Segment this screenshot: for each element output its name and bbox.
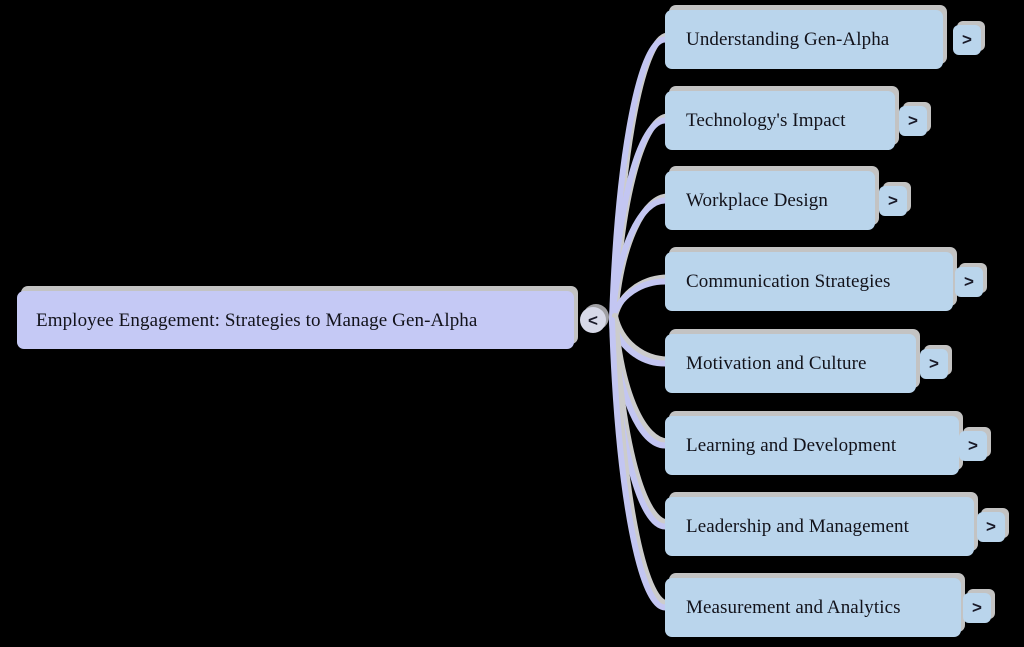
branch-node-label: Workplace Design [686,190,828,211]
branch-expand-toggle[interactable]: > [953,24,981,55]
branch-node[interactable]: Workplace Design [665,171,875,230]
branch-node-label: Motivation and Culture [686,353,867,374]
branch-node[interactable]: Measurement and Analytics [665,578,961,637]
connector-edge [609,317,668,367]
branch-expand-toggle[interactable]: > [879,185,907,216]
branch-node-label: Understanding Gen-Alpha [686,29,890,50]
connector-shadow [612,32,671,319]
connector-edge [609,317,668,449]
branch-node[interactable]: Learning and Development [665,416,959,475]
connector-shadow [612,313,671,445]
connector-shadow [612,313,671,607]
connector-shadow [612,274,671,319]
chevron-right-icon: > [908,111,918,130]
chevron-right-icon: > [986,517,996,536]
branch-expand-toggle[interactable]: > [959,430,987,461]
branch-expand-toggle[interactable]: > [977,511,1005,542]
root-node-label: Employee Engagement: Strategies to Manag… [36,309,478,331]
chevron-left-icon: < [588,310,598,330]
chevron-right-icon: > [964,272,974,291]
connector-edge [609,278,668,323]
branch-node[interactable]: Understanding Gen-Alpha [665,10,943,69]
connector-edge [609,317,668,530]
branch-expand-toggle[interactable]: > [963,592,991,623]
branch-node-label: Communication Strategies [686,271,891,292]
branch-node-label: Learning and Development [686,435,897,456]
connector-shadow [612,193,671,319]
connector-edge [609,317,668,611]
connector-shadow [612,113,671,319]
root-collapse-toggle[interactable]: < [580,307,606,333]
connector-edge [609,117,668,323]
branch-node[interactable]: Communication Strategies [665,252,953,311]
branch-node-label: Measurement and Analytics [686,597,901,618]
root-node[interactable]: Employee Engagement: Strategies to Manag… [17,291,574,349]
branch-node-label: Leadership and Management [686,516,910,537]
branch-expand-toggle[interactable]: > [920,348,948,379]
branch-node[interactable]: Motivation and Culture [665,334,916,393]
chevron-right-icon: > [968,436,978,455]
connector-edge [609,36,668,323]
branch-node-label: Technology's Impact [686,110,846,131]
connector-edge [609,197,668,323]
branch-expand-toggle[interactable]: > [899,105,927,136]
connector-shadow [612,313,671,363]
chevron-right-icon: > [929,354,939,373]
branch-node[interactable]: Leadership and Management [665,497,974,556]
chevron-right-icon: > [972,598,982,617]
chevron-right-icon: > [962,30,972,49]
branch-expand-toggle[interactable]: > [955,266,983,297]
connector-shadow [612,313,671,526]
chevron-right-icon: > [888,191,898,210]
branch-node[interactable]: Technology's Impact [665,91,895,150]
